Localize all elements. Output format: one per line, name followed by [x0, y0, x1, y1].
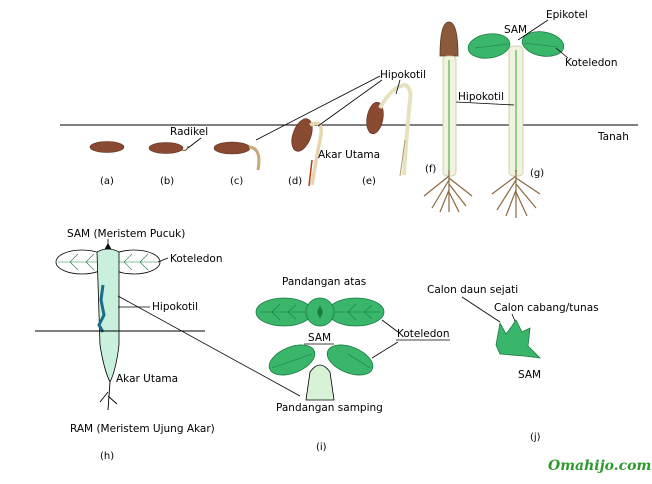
side-view-cotyledon-right: [326, 344, 374, 376]
hypocotyl-h: [96, 248, 120, 383]
stage-e-label: (e): [362, 176, 376, 187]
vein-g-right: [523, 42, 559, 48]
label-sam-i: SAM: [308, 332, 331, 344]
label-koteledon-h: Koteledon: [170, 253, 223, 265]
label-epikotel: Epikotel: [546, 9, 588, 21]
vein-g-left: [474, 43, 509, 49]
seed-e: [366, 101, 384, 135]
pointer-hipokotil-c: [255, 75, 381, 141]
pointer-koteledon-g: [555, 47, 569, 59]
pointer-koteledon-i-side: [371, 341, 399, 359]
pointer-hipokotil-g: [455, 101, 515, 106]
roots-g: [491, 170, 541, 218]
roots-f: [423, 170, 473, 213]
label-radikel: Radikel: [170, 126, 208, 138]
veins-h-left: [58, 253, 104, 271]
pointer-hipokotil-d: [317, 79, 383, 127]
seed-c: [213, 141, 251, 155]
veins-top-left: [260, 303, 306, 321]
watermark: Omahijo.com: [548, 458, 651, 474]
radicle-b: [181, 145, 189, 152]
stage-a-label: (a): [100, 176, 114, 187]
seed-coat-f: [439, 21, 459, 57]
label-ram-h: RAM (Meristem Ujung Akar): [70, 423, 215, 435]
label-sam-h: SAM (Meristem Pucuk): [67, 228, 185, 240]
stage-g-label: (g): [530, 168, 544, 179]
root-e: [399, 139, 406, 177]
stage-j-label: (j): [530, 432, 541, 443]
pointer-h-to-i: [117, 295, 301, 397]
root-h: [99, 381, 118, 411]
sam-h-tip: [104, 243, 112, 250]
stage-i-label: (i): [316, 442, 327, 453]
pointer-radikel: [187, 137, 202, 149]
label-koteledon-i: Koteledon: [397, 328, 450, 340]
label-akar-utama-h: Akar Utama: [116, 373, 178, 385]
label-hipokotil-g: Hipokotil: [458, 91, 504, 103]
pointer-koteledon-i-top: [381, 319, 399, 333]
label-koteledon-g: Koteledon: [565, 57, 618, 69]
label-calon-daun: Calon daun sejati: [427, 284, 518, 296]
sam-j-shape: [495, 319, 542, 359]
cotyledon-g-left: [467, 33, 511, 59]
pointer-epikotel: [517, 19, 549, 41]
top-view-sam: [317, 305, 323, 319]
seed-a: [89, 141, 125, 153]
label-hipokotil-h: Hipokotil: [152, 301, 198, 313]
label-calon-cabang: Calon cabang/tunas: [494, 302, 599, 314]
label-sam-j: SAM: [518, 369, 541, 381]
side-view-cotyledon-left: [268, 344, 316, 376]
label-pandangan-samping: Pandangan samping: [276, 402, 383, 414]
side-view-stem: [305, 364, 335, 401]
root-c: [248, 145, 261, 171]
label-akar-utama-d: Akar Utama: [318, 149, 380, 161]
pointer-calon-daun: [461, 296, 501, 323]
veins-h-right: [112, 253, 158, 271]
hypocotyl-e: [378, 82, 413, 176]
pointer-hipokotil-e: [395, 79, 401, 95]
stage-d-label: (d): [288, 176, 302, 187]
label-sam-g: SAM: [504, 24, 527, 36]
cotyledon-g-right: [521, 31, 565, 57]
veins-side: [271, 353, 371, 369]
hypocotyl-d: [309, 121, 323, 186]
stage-f-label: (f): [425, 164, 436, 175]
seed-d: [291, 118, 313, 152]
stage-h-label: (h): [100, 451, 114, 462]
vascular-h: [97, 284, 106, 333]
veins-top-right: [334, 303, 380, 321]
label-pandangan-atas: Pandangan atas: [282, 276, 366, 288]
label-hipokotil-top: Hipokotil: [380, 69, 426, 81]
seed-b: [148, 142, 184, 154]
root-d: [308, 159, 313, 187]
pointer-koteledon-h: [157, 257, 169, 263]
stage-c-label: (c): [230, 176, 243, 187]
stage-b-label: (b): [160, 176, 174, 187]
label-tanah: Tanah: [597, 131, 629, 143]
